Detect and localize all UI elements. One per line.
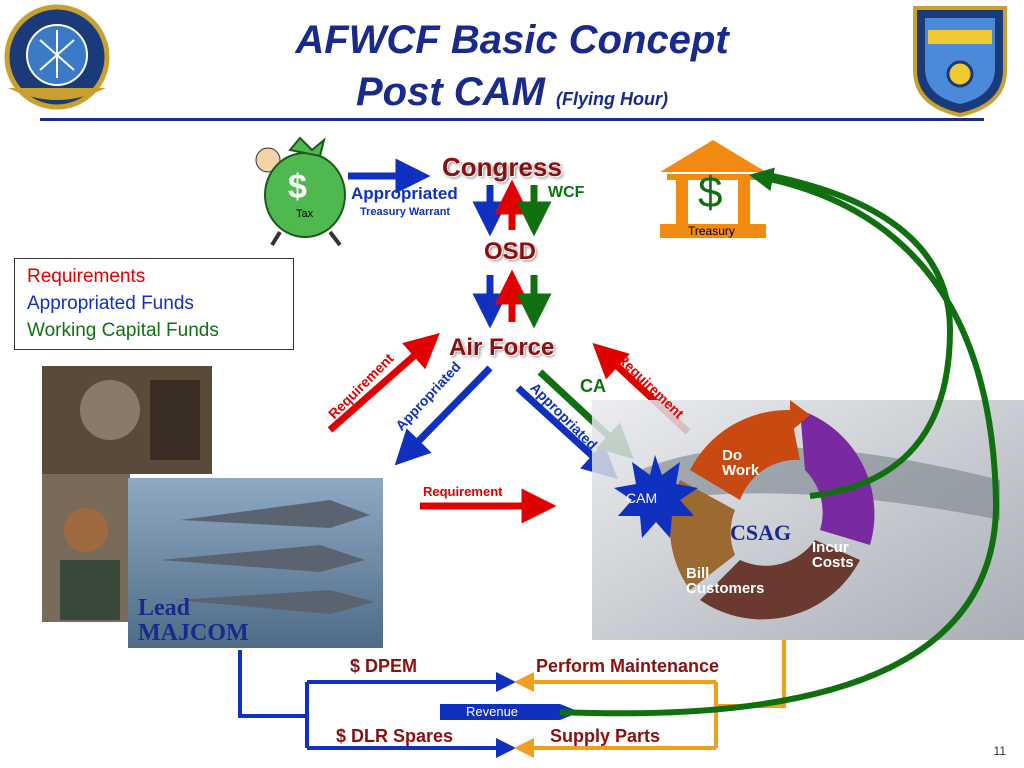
subtitle-main: Post CAM	[356, 70, 545, 114]
dlr-spares-label: $ DLR Spares	[336, 726, 454, 746]
f16-jets-photo	[128, 478, 383, 648]
slide-subtitle: Post CAM (Flying Hour)	[0, 70, 1024, 115]
appropriated-label: Appropriated	[351, 184, 458, 203]
maintenance-photo	[42, 366, 212, 474]
supply-parts-label: Supply Parts	[550, 726, 661, 746]
majcom-af-requirement-arrow	[327, 333, 440, 433]
wcf-label: WCF	[548, 184, 585, 201]
cam-starburst	[614, 455, 698, 538]
af-majcom-appropriated-arrow	[394, 365, 493, 466]
tax-dollar-symbol: $	[288, 168, 307, 206]
legend-working-capital-funds: Working Capital Funds	[27, 320, 219, 341]
legend-requirements: Requirements	[27, 266, 146, 287]
tax-label: Tax	[296, 208, 314, 220]
legend-appropriated-funds: Appropriated Funds	[27, 293, 194, 314]
airman-photo	[42, 474, 130, 622]
treasury-building-icon	[660, 140, 766, 238]
treasury-dollar-symbol: $	[698, 168, 723, 217]
money-bag-icon	[255, 136, 346, 247]
treasury-label: Treasury	[688, 224, 735, 238]
revenue-arrow	[440, 704, 580, 720]
dpem-label: $ DPEM	[350, 656, 418, 676]
majcom-flow-line	[238, 650, 307, 718]
revenue-treasury-loop	[559, 167, 1000, 717]
csag-treasury-loop	[761, 171, 954, 499]
supply-chain-wing-seal	[913, 6, 1007, 118]
slide-title: AFWCF Basic Concept	[295, 18, 729, 62]
csag-flow-line	[716, 640, 786, 708]
air-force-node: Air Force	[449, 334, 555, 361]
perform-maintenance-label: Perform Maintenance	[536, 656, 720, 676]
page-number: 11	[993, 744, 1006, 758]
title-rule	[40, 118, 984, 121]
osd-node: OSD	[484, 238, 537, 265]
congress-node: Congress	[442, 152, 562, 182]
cam-label: CAM	[626, 490, 658, 506]
subtitle-qualifier: (Flying Hour)	[556, 89, 668, 109]
requirement-middle-label: Requirement	[423, 484, 503, 499]
legend-box: Requirements Appropriated Funds Working …	[14, 258, 294, 350]
treasury-warrant-label: Treasury Warrant	[360, 206, 451, 218]
csag-label: CSAG	[730, 520, 792, 545]
sustainment-center-seal	[4, 4, 110, 110]
ca-label: CA	[580, 376, 606, 396]
revenue-label: Revenue	[466, 704, 519, 719]
